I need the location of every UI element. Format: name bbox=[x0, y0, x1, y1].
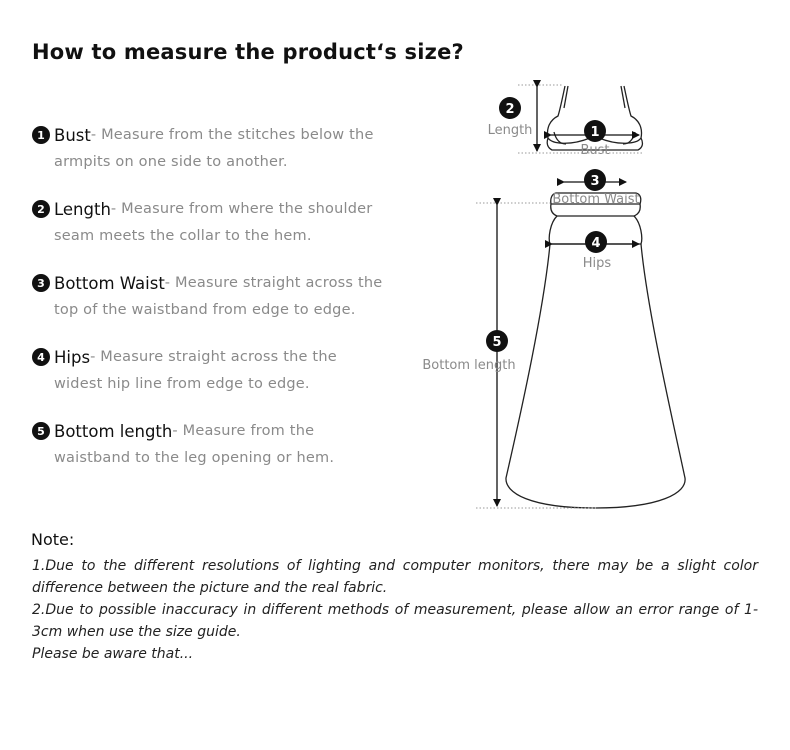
measure-description-cont: seam meets the collar to the hem. bbox=[54, 228, 312, 244]
measure-description: - Measure straight across the bbox=[164, 275, 383, 291]
badge-4-icon bbox=[585, 231, 607, 253]
hips-label: Hips bbox=[583, 256, 612, 271]
measure-description: - Measure from the bbox=[172, 423, 315, 439]
measure-description: - Measure from where the shoulder bbox=[110, 201, 373, 217]
badge-5-text: 5 bbox=[492, 335, 501, 350]
number-badge: 1 bbox=[32, 126, 50, 144]
badge-2-icon bbox=[499, 97, 521, 119]
badge-3-text: 3 bbox=[590, 174, 599, 189]
measurement-list: 1 Bust - Measure from the stitches below… bbox=[32, 122, 404, 492]
number-badge: 4 bbox=[32, 348, 50, 366]
measure-name: Length bbox=[54, 199, 111, 219]
length-label: Length bbox=[488, 123, 533, 138]
measure-item-bottom-length: 5 Bottom length - Measure from the waist… bbox=[32, 418, 404, 470]
badge-1-icon bbox=[584, 120, 606, 142]
measure-name: Bottom Waist bbox=[54, 273, 165, 293]
badge-3-icon bbox=[584, 169, 606, 191]
measure-description: - Measure straight across the the bbox=[90, 349, 337, 365]
page-title: How to measure the product‘s size? bbox=[32, 40, 464, 64]
badge-5-icon bbox=[486, 330, 508, 352]
garment-measurement-diagram: 1 Bust 2 Length 3 Bottom Waist 4 Hips 5 … bbox=[422, 80, 686, 509]
bottom-waist-label: Bottom Waist bbox=[552, 192, 639, 207]
measure-item-bottom-waist: 3 Bottom Waist - Measure straight across… bbox=[32, 270, 404, 322]
measure-description-cont: top of the waistband from edge to edge. bbox=[54, 302, 356, 318]
note-line-1: 1.Due to the different resolutions of li… bbox=[32, 558, 758, 596]
number-badge: 2 bbox=[32, 200, 50, 218]
badge-1-text: 1 bbox=[590, 125, 599, 140]
measure-description-cont: armpits on one side to another. bbox=[54, 154, 288, 170]
measure-name: Bottom length bbox=[54, 421, 173, 441]
note-line-2: 2.Due to possible inaccuracy in differen… bbox=[32, 602, 758, 640]
bust-label: Bust bbox=[580, 143, 609, 158]
measure-item-hips: 4 Hips - Measure straight across the the… bbox=[32, 344, 404, 396]
measure-description-cont: widest hip line from edge to edge. bbox=[54, 376, 310, 392]
number-badge: 3 bbox=[32, 274, 50, 292]
measure-name: Bust bbox=[54, 125, 91, 145]
measure-description-cont: waistband to the leg opening or hem. bbox=[54, 450, 335, 466]
badge-2-text: 2 bbox=[505, 102, 514, 117]
badge-4-text: 4 bbox=[591, 236, 600, 251]
note-body: 1.Due to the different resolutions of li… bbox=[32, 555, 758, 665]
measure-item-bust: 1 Bust - Measure from the stitches below… bbox=[32, 122, 404, 174]
measure-description: - Measure from the stitches below the bbox=[90, 127, 374, 143]
measure-item-length: 2 Length - Measure from where the should… bbox=[32, 196, 404, 248]
bottom-length-label: Bottom length bbox=[422, 358, 515, 373]
number-badge: 5 bbox=[32, 422, 50, 440]
measure-name: Hips bbox=[54, 347, 91, 367]
note-line-3: Please be aware that... bbox=[32, 646, 194, 662]
note-title: Note: bbox=[31, 530, 75, 549]
